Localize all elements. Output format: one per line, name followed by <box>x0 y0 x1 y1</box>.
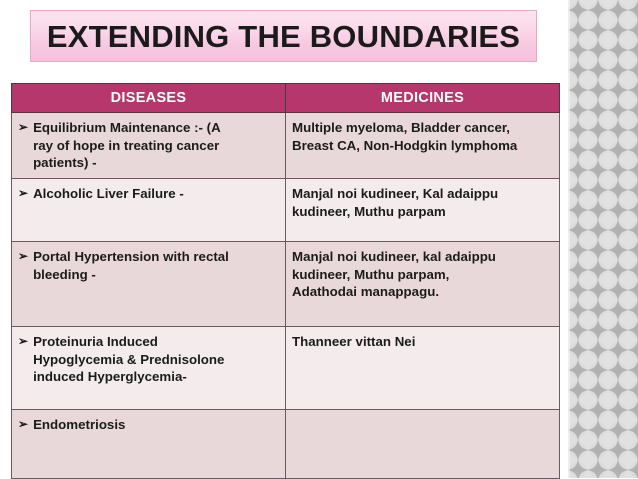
disease-text: Equilibrium Maintenance :- (A ray of hope… <box>33 119 278 172</box>
slide-title-banner: EXTENDING THE BOUNDARIES <box>30 10 537 62</box>
table-header: DISEASES MEDICINES <box>11 83 560 113</box>
text-line: Thanneer vittan Nei <box>292 334 416 350</box>
cell-disease: ➢ Equilibrium Maintenance :- (A ray of hop… <box>11 111 286 180</box>
table-body: ➢ Equilibrium Maintenance :- (A ray of hop… <box>11 111 560 479</box>
text-line: bleeding - <box>33 266 96 282</box>
text-line: kudineer, Muthu parpam <box>292 203 446 219</box>
decorative-pattern-strip <box>568 0 638 478</box>
text-line: Proteinuria Induced <box>33 334 158 350</box>
cell-disease: ➢ Endometriosis <box>11 409 286 479</box>
bullet-arrow-icon: ➢ <box>18 120 29 134</box>
text-line: Adathodai manappagu. <box>292 284 440 300</box>
table-row: ➢ Equilibrium Maintenance :- (A ray of hop… <box>11 111 560 180</box>
text-line: Manjal noi kudineer, kal adaippu <box>292 249 496 265</box>
column-header-medicines: MEDICINES <box>285 83 560 113</box>
text-line: induced Hyperglycemia- <box>33 369 187 385</box>
text-line: Equilibrium Maintenance :- (A <box>33 120 221 135</box>
bullet-arrow-icon: ➢ <box>18 417 29 432</box>
column-header-diseases: DISEASES <box>11 83 286 113</box>
text-line: Manjal noi kudineer, Kal adaippu <box>292 186 499 202</box>
text-line: Hypoglycemia & Prednisolone <box>33 351 225 367</box>
diseases-medicines-table: DISEASES MEDICINES ➢ Equilibrium Maintena… <box>11 83 560 479</box>
cell-medicine: Thanneer vittan Nei <box>285 326 560 411</box>
text-line: ray of hope in treating cancer <box>33 137 220 153</box>
text-line: Breast CA, Non-Hodgkin lymphoma <box>292 137 518 153</box>
bullet-item: ➢ Equilibrium Maintenance :- (A ray of hop… <box>18 119 278 172</box>
disease-text: Endometriosis <box>33 416 278 434</box>
medicine-text: Thanneer vittan Nei <box>292 333 552 351</box>
bullet-arrow-icon: ➢ <box>18 334 29 349</box>
table-header-row: DISEASES MEDICINES <box>11 83 560 113</box>
text-line: Portal Hypertension with rectal <box>33 249 229 265</box>
text-line: Alcoholic Liver Failure - <box>33 186 184 202</box>
cell-medicine: Multiple myeloma, Bladder cancer, Breast … <box>285 111 560 180</box>
medicine-text: Multiple myeloma, Bladder cancer, Breast … <box>292 119 552 154</box>
table-row: ➢ Alcoholic Liver Failure - Manjal noi kud… <box>11 178 560 243</box>
text-line: Multiple myeloma, Bladder cancer, <box>292 120 510 135</box>
text-line: Endometriosis <box>33 417 126 433</box>
page-title: EXTENDING THE BOUNDARIES <box>46 18 521 54</box>
disease-text: Alcoholic Liver Failure - <box>33 185 278 203</box>
cell-medicine-empty <box>285 409 560 479</box>
bullet-arrow-icon: ➢ <box>18 249 29 264</box>
bullet-item: ➢ Alcoholic Liver Failure - <box>18 185 278 203</box>
table-row: ➢ Endometriosis <box>11 409 560 479</box>
text-line: kudineer, Muthu parpam, <box>292 266 450 282</box>
cell-disease: ➢ Alcoholic Liver Failure - <box>11 178 286 243</box>
bullet-arrow-icon: ➢ <box>18 186 29 201</box>
text-line: patients) - <box>33 155 97 171</box>
bullet-item: ➢ Endometriosis <box>18 416 278 434</box>
